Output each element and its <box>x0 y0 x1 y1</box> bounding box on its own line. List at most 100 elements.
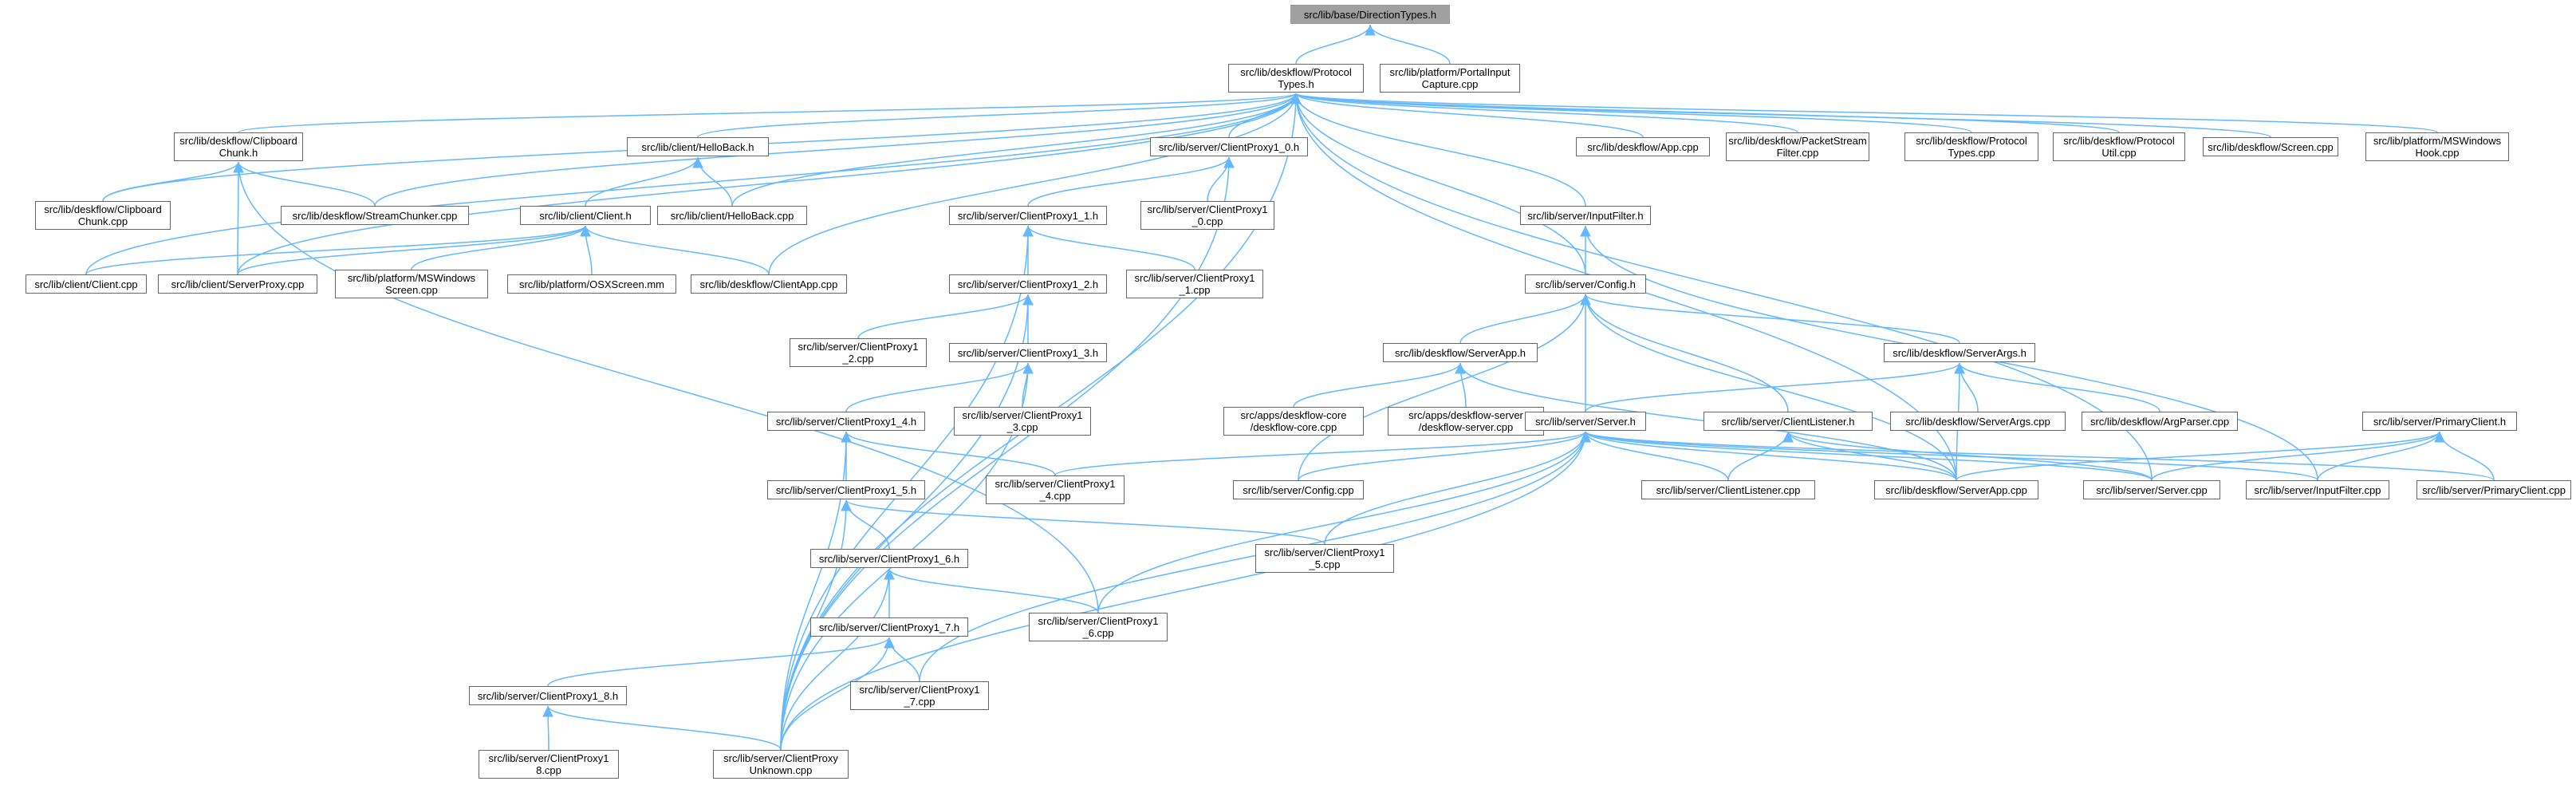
node-client-proxy1-1-cpp[interactable]: src/lib/server/ClientProxy1 _1.cpp <box>1126 270 1263 298</box>
edge-client-proxy1-6-cpp-to-client-proxy1-6-h <box>884 568 1099 613</box>
edge-client-proxy-unknown-cpp-to-client-proxy1-7-h <box>780 637 895 751</box>
node-client-proxy1-1-h[interactable]: src/lib/server/ClientProxy1_1.h <box>949 206 1107 225</box>
node-primary-client-h[interactable]: src/lib/server/PrimaryClient.h <box>2362 412 2517 431</box>
node-client-proxy1-2-h[interactable]: src/lib/server/ClientProxy1_2.h <box>949 274 1107 294</box>
edge-clipboard-chunk-h-to-protocol-types-h <box>238 93 1301 133</box>
edge-server-args-h-to-config-h <box>1580 294 1960 344</box>
edge-deskflow-core-cpp-to-server-app-h <box>1293 362 1466 408</box>
node-client-app-cpp[interactable]: src/lib/deskflow/ClientApp.cpp <box>691 274 847 294</box>
edge-config-cpp-to-config-h <box>1298 294 1591 481</box>
node-client-cpp[interactable]: src/lib/client/Client.cpp <box>26 274 147 294</box>
node-ms-windows-screen-cpp[interactable]: src/lib/platform/MSWindows Screen.cpp <box>335 270 488 298</box>
node-client-proxy1-5-cpp[interactable]: src/lib/server/ClientProxy1 _5.cpp <box>1255 544 1394 573</box>
node-server-h[interactable]: src/lib/server/Server.h <box>1525 412 1646 431</box>
edge-server-proxy-cpp-to-protocol-types-h <box>237 93 1302 275</box>
node-hello-back-cpp[interactable]: src/lib/client/HelloBack.cpp <box>657 206 807 225</box>
node-config-cpp[interactable]: src/lib/server/Config.cpp <box>1233 480 1364 499</box>
edge-client-proxy1-8-cpp-to-client-proxy1-8-h <box>542 705 553 751</box>
edge-hello-back-cpp-to-hello-back-h <box>692 156 733 207</box>
edge-client-proxy1-5-cpp-to-client-proxy1-5-h <box>841 499 1325 545</box>
node-client-proxy1-7-cpp[interactable]: src/lib/server/ClientProxy1 _7.cpp <box>850 681 989 710</box>
node-client-proxy-unknown-cpp[interactable]: src/lib/server/ClientProxy Unknown.cpp <box>713 750 849 779</box>
node-server-cpp[interactable]: src/lib/server/Server.cpp <box>2083 480 2220 499</box>
edge-client-app-cpp-to-client-h <box>580 225 770 275</box>
node-primary-client-cpp[interactable]: src/lib/server/PrimaryClient.cpp <box>2416 480 2571 499</box>
node-server-app-h[interactable]: src/lib/deskflow/ServerApp.h <box>1383 343 1538 362</box>
edge-client-proxy1-2-cpp-to-client-proxy1-2-h <box>857 294 1034 339</box>
node-client-listener-cpp[interactable]: src/lib/server/ClientListener.cpp <box>1641 480 1815 499</box>
edge-client-h-to-hello-back-h <box>585 156 703 207</box>
node-input-filter-cpp[interactable]: src/lib/server/InputFilter.cpp <box>2246 480 2389 499</box>
node-client-proxy1-4-h[interactable]: src/lib/server/ClientProxy1_4.h <box>767 412 925 431</box>
edge-config-h-to-protocol-types-h <box>1290 93 1586 275</box>
edge-client-proxy1-1-h-to-client-proxy1-0-h <box>1027 156 1235 207</box>
edge-client-proxy1-1-cpp-to-client-proxy1-1-h <box>1022 225 1195 270</box>
node-client-proxy1-5-h[interactable]: src/lib/server/ClientProxy1_5.h <box>767 480 925 499</box>
node-clipboard-chunk-h[interactable]: src/lib/deskflow/Clipboard Chunk.h <box>174 132 303 161</box>
edge-client-proxy1-4-cpp-to-server-h <box>1054 431 1591 476</box>
edge-client-listener-h-to-config-h <box>1580 294 1789 412</box>
edge-screen-cpp-to-protocol-types-h <box>1290 93 2271 138</box>
edge-client-proxy1-6-cpp-to-clipboard-chunk-h <box>233 161 1099 613</box>
edge-server-cpp-to-primary-client-h <box>2151 431 2445 481</box>
node-client-proxy1-3-cpp[interactable]: src/lib/server/ClientProxy1 _3.cpp <box>954 407 1091 436</box>
node-client-h[interactable]: src/lib/client/Client.h <box>520 206 651 225</box>
edge-client-proxy1-8-h-to-client-proxy1-7-h <box>547 637 895 687</box>
node-protocol-util-cpp[interactable]: src/lib/deskflow/Protocol Util.cpp <box>2053 132 2185 161</box>
edge-client-proxy1-7-cpp-to-server-h <box>919 431 1591 682</box>
edge-input-filter-cpp-to-server-h <box>1580 431 2318 481</box>
node-protocol-types-cpp[interactable]: src/lib/deskflow/Protocol Types.cpp <box>1904 132 2038 161</box>
edge-server-app-cpp-to-client-listener-h <box>1782 431 1957 481</box>
edge-clipboard-chunk-cpp-to-clipboard-chunk-h <box>102 161 244 202</box>
node-packet-stream-filter-cpp[interactable]: src/lib/deskflow/PacketStream Filter.cpp <box>1726 132 1869 161</box>
node-client-listener-h[interactable]: src/lib/server/ClientListener.h <box>1704 412 1873 431</box>
node-client-proxy1-6-cpp[interactable]: src/lib/server/ClientProxy1 _6.cpp <box>1029 613 1168 641</box>
node-client-proxy1-0-h[interactable]: src/lib/server/ClientProxy1_0.h <box>1150 137 1308 156</box>
edge-protocol-types-h-to-direction-types-h <box>1295 24 1376 65</box>
edge-client-proxy1-4-cpp-to-client-proxy1-4-h <box>841 431 1056 476</box>
node-config-h[interactable]: src/lib/server/Config.h <box>1525 274 1646 294</box>
node-client-proxy1-8-h[interactable]: src/lib/server/ClientProxy1_8.h <box>469 686 627 705</box>
node-server-args-cpp[interactable]: src/lib/deskflow/ServerArgs.cpp <box>1890 412 2066 431</box>
edge-arg-parser-cpp-to-server-args-h <box>1954 362 2160 412</box>
edge-server-app-cpp-to-server-h <box>1580 431 1957 481</box>
node-protocol-types-h[interactable]: src/lib/deskflow/Protocol Types.h <box>1228 64 1364 93</box>
node-client-proxy1-8-cpp[interactable]: src/lib/server/ClientProxy1 8.cpp <box>479 750 619 779</box>
edge-primary-client-cpp-to-server-h <box>1580 431 2495 481</box>
edge-app-cpp-to-protocol-types-h <box>1290 93 1644 138</box>
node-client-proxy1-6-h[interactable]: src/lib/server/ClientProxy1_6.h <box>810 549 968 568</box>
node-app-cpp[interactable]: src/lib/deskflow/App.cpp <box>1576 137 1710 156</box>
edge-client-app-cpp-to-protocol-types-h <box>768 93 1302 275</box>
edge-hello-back-h-to-protocol-types-h <box>697 93 1302 138</box>
node-client-proxy1-7-h[interactable]: src/lib/server/ClientProxy1_7.h <box>810 617 968 637</box>
edge-client-listener-cpp-to-server-h <box>1580 431 1729 481</box>
edge-server-cpp-to-protocol-types-h <box>1290 93 2153 481</box>
edge-stream-chunker-cpp-to-protocol-types-h <box>374 93 1302 207</box>
node-client-proxy1-3-h[interactable]: src/lib/server/ClientProxy1_3.h <box>949 343 1107 362</box>
edge-client-proxy1-4-h-to-client-proxy1-3-h <box>845 362 1034 412</box>
edge-client-cpp-to-client-h <box>85 225 591 275</box>
edge-ms-windows-screen-cpp-to-client-h <box>411 225 591 270</box>
node-input-filter-h[interactable]: src/lib/server/InputFilter.h <box>1520 206 1651 225</box>
node-portal-input-capture-cpp[interactable]: src/lib/platform/PortalInput Capture.cpp <box>1380 64 1520 93</box>
node-arg-parser-cpp[interactable]: src/lib/deskflow/ArgParser.cpp <box>2082 412 2238 431</box>
node-hello-back-h[interactable]: src/lib/client/HelloBack.h <box>627 137 769 156</box>
node-stream-chunker-cpp[interactable]: src/lib/deskflow/StreamChunker.cpp <box>281 206 469 225</box>
node-client-proxy1-4-cpp[interactable]: src/lib/server/ClientProxy1 _4.cpp <box>986 475 1125 504</box>
edge-server-app-h-to-config-h <box>1459 294 1591 344</box>
node-ms-windows-hook-cpp[interactable]: src/lib/platform/MSWindows Hook.cpp <box>2365 132 2509 161</box>
node-deskflow-server-cpp[interactable]: src/apps/deskflow-server /deskflow-serve… <box>1388 407 1544 436</box>
node-client-proxy1-2-cpp[interactable]: src/lib/server/ClientProxy1 _2.cpp <box>790 338 927 367</box>
node-clipboard-chunk-cpp[interactable]: src/lib/deskflow/Clipboard Chunk.cpp <box>35 201 171 230</box>
node-deskflow-core-cpp[interactable]: src/apps/deskflow-core /deskflow-core.cp… <box>1223 407 1364 436</box>
node-server-app-cpp[interactable]: src/lib/deskflow/ServerApp.cpp <box>1874 480 2038 499</box>
node-server-proxy-cpp[interactable]: src/lib/client/ServerProxy.cpp <box>158 274 317 294</box>
node-osx-screen-mm[interactable]: src/lib/platform/OSXScreen.mm <box>507 274 676 294</box>
node-direction-types-h[interactable]: src/lib/base/DirectionTypes.h <box>1290 5 1450 24</box>
node-screen-cpp[interactable]: src/lib/deskflow/Screen.cpp <box>2203 137 2338 156</box>
edge-ms-windows-hook-cpp-to-protocol-types-h <box>1291 93 2438 133</box>
node-server-args-h[interactable]: src/lib/deskflow/ServerArgs.h <box>1884 343 2035 362</box>
edge-primary-client-cpp-to-primary-client-h <box>2434 431 2495 481</box>
node-client-proxy1-0-cpp[interactable]: src/lib/server/ClientProxy1 _0.cpp <box>1140 201 1274 230</box>
